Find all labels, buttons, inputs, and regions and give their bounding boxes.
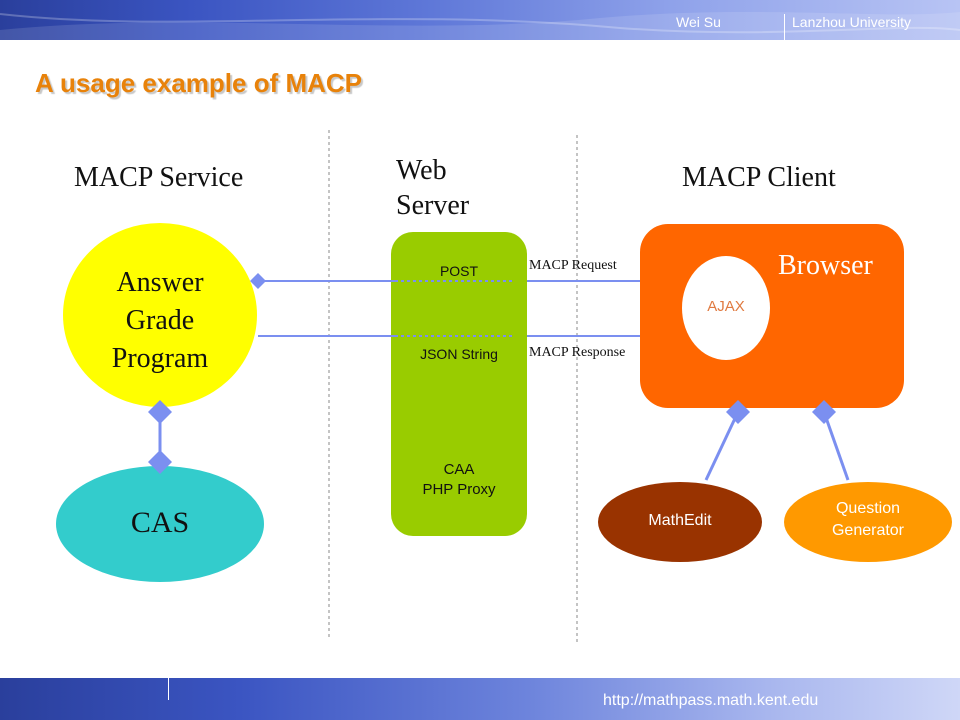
post-label: POST [439, 263, 479, 279]
header-bar [0, 0, 960, 40]
macp-request-label: MACP Request [529, 258, 617, 273]
agp-label-line1: Answer [116, 267, 204, 298]
browser-label: Browser [778, 250, 873, 281]
ajax-label: AJAX [707, 298, 745, 315]
question-generator-node [784, 482, 952, 562]
header-wave-decoration [0, 12, 960, 40]
footer-bar [0, 678, 960, 720]
header-affiliation: Lanzhou University [792, 14, 912, 30]
qg-browser-connector [812, 400, 850, 481]
header-author: Wei Su [676, 14, 721, 30]
ajax-node [682, 256, 770, 360]
caa-label-line1: CAA [443, 461, 475, 478]
column-header-web-server-line2: Server [396, 190, 470, 221]
slide-title: A usage example of MACP [35, 68, 363, 98]
agp-label: Answer Grade Program [63, 264, 257, 378]
cas-label: CAS [130, 506, 190, 539]
web-server-proxy-node [391, 232, 527, 536]
agp-label-line3: Program [111, 343, 209, 374]
agp-label-line2: Grade [125, 305, 195, 336]
qg-label-line2: Generator [831, 522, 905, 539]
header-separator [784, 14, 785, 40]
macp-response-label: MACP Response [529, 345, 626, 360]
mathedit-node [598, 482, 762, 562]
cas-node [56, 466, 264, 582]
json-string-label: JSON String [420, 346, 498, 362]
mathedit-label: MathEdit [648, 512, 712, 529]
answer-grade-program-node [63, 223, 257, 407]
column-header-client: MACP Client [682, 162, 836, 193]
mathedit-browser-connector [704, 400, 750, 481]
column-header-service: MACP Service [74, 162, 244, 193]
footer-separator [168, 678, 169, 700]
column-header-web-server-line1: Web [396, 155, 447, 186]
caa-label-line2: PHP Proxy [422, 481, 496, 498]
question-generator-label: Question Generator [784, 498, 952, 542]
footer-url: http://mathpass.math.kent.edu [603, 692, 819, 709]
qg-label-line1: Question [835, 500, 901, 517]
caa-proxy-label: CAA PHP Proxy [391, 460, 527, 500]
